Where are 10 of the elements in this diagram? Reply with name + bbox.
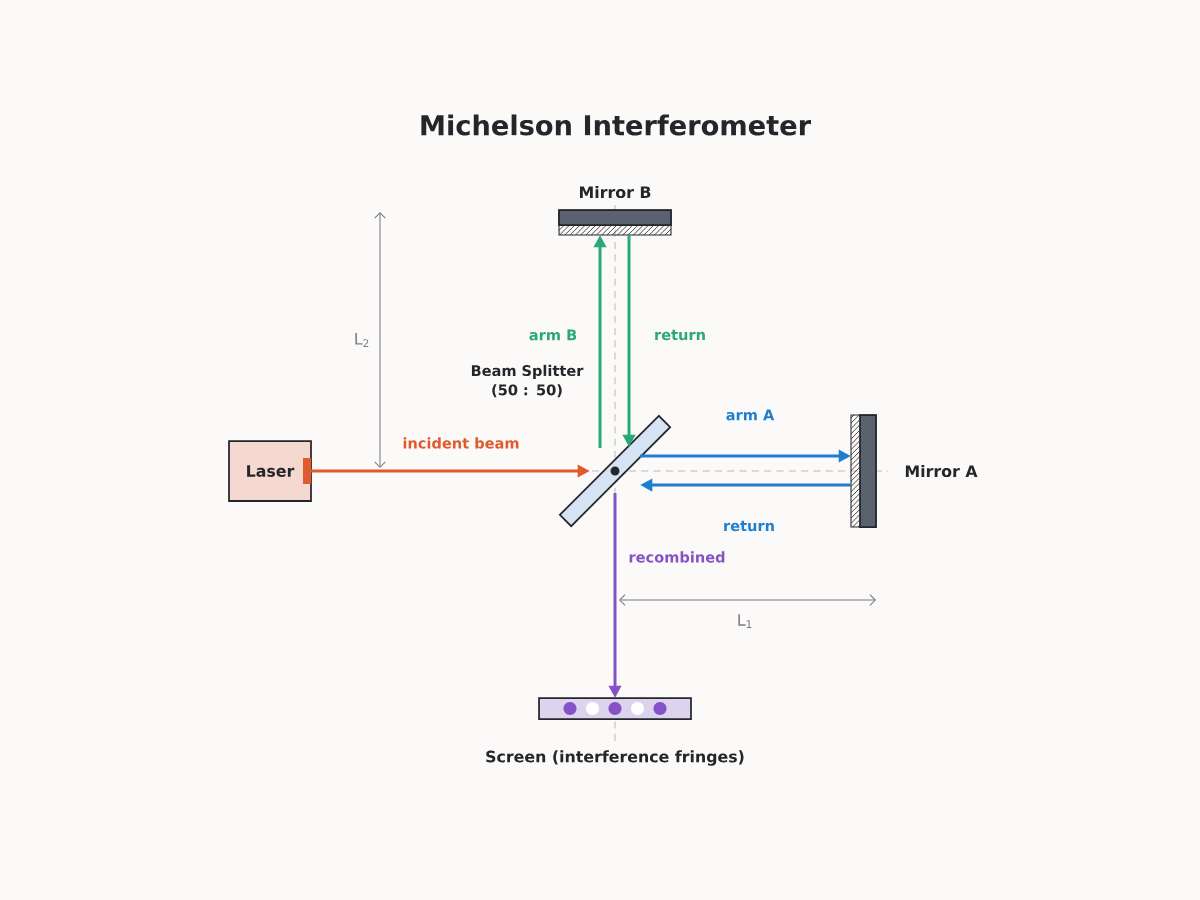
title: Michelson Interferometer xyxy=(421,114,811,136)
component-label: Screen (interference fringes) xyxy=(486,750,744,766)
edge-label: return xyxy=(721,519,777,533)
laser-box: Laser xyxy=(228,440,312,502)
dimension-label: L$_{1}$ xyxy=(738,614,752,628)
component-label: Beam Splitter (50 : 50) xyxy=(471,364,584,398)
edge-label: return xyxy=(652,328,708,342)
component-label: Mirror B xyxy=(580,185,651,199)
component-label: Mirror A xyxy=(905,464,978,478)
dimension-label: L$_{2}$ xyxy=(355,333,369,347)
